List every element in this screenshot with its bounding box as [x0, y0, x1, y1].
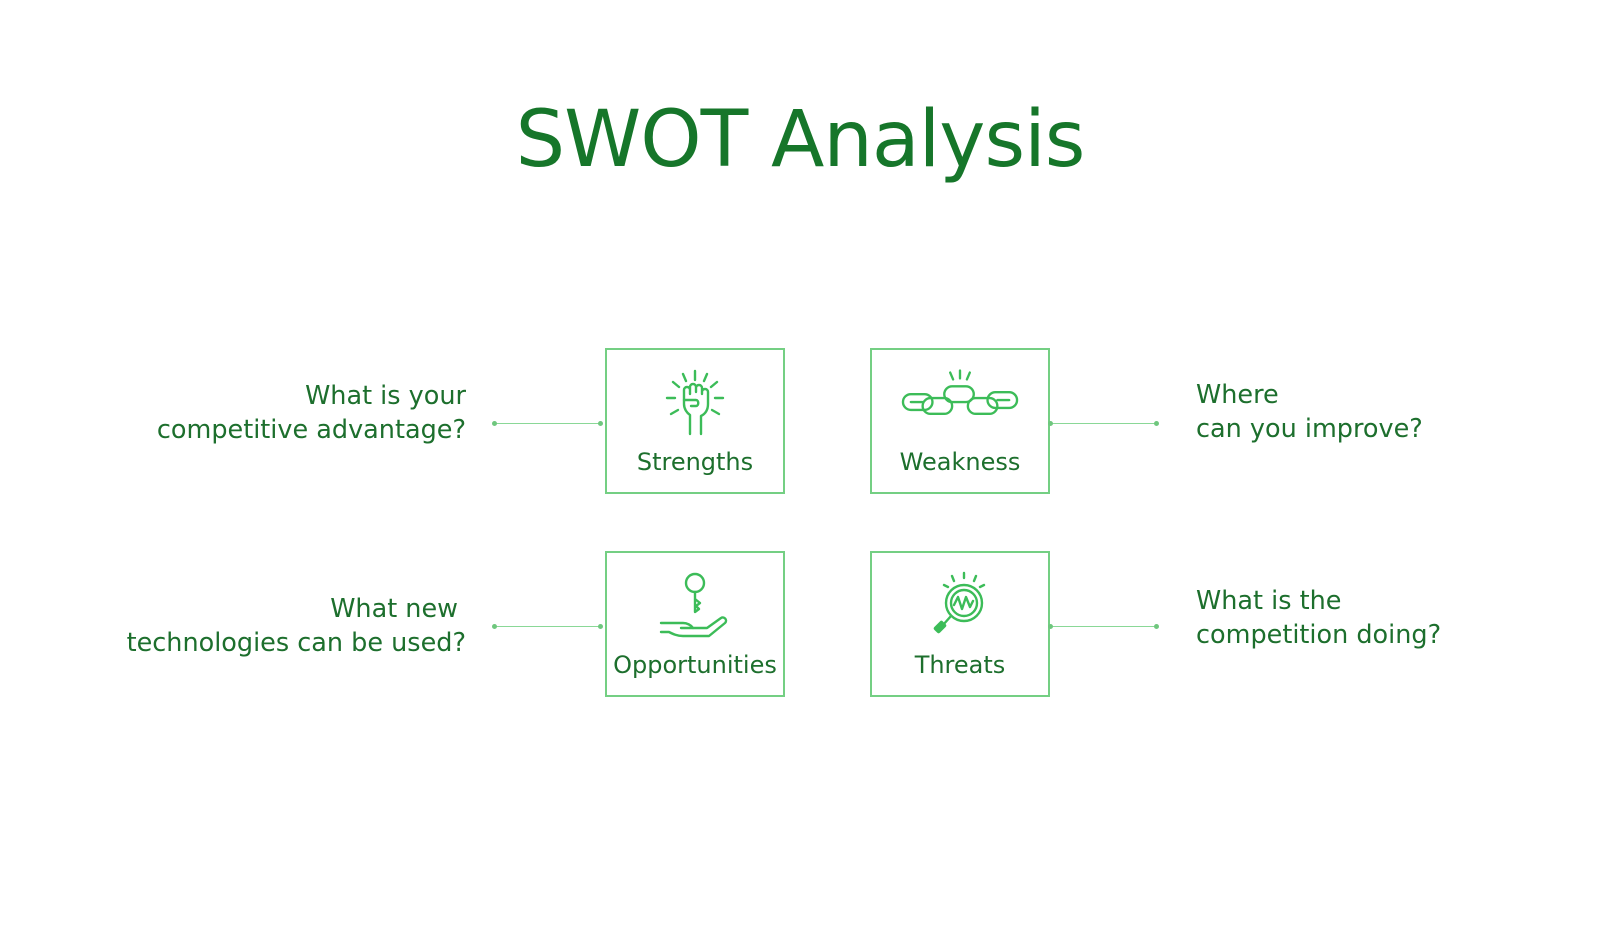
strengths-question: What is your competitive advantage?: [157, 379, 466, 447]
threats-label: Threats: [914, 651, 1006, 679]
weakness-connector-start-dot: [1048, 421, 1053, 426]
weakness-connector-end-dot: [1154, 421, 1159, 426]
opportunities-box: Opportunities: [605, 551, 785, 697]
weakness-connector: [1050, 423, 1157, 424]
magnifier-alert-icon: [933, 571, 986, 634]
weakness-label: Weakness: [899, 448, 1021, 476]
threats-question: What is the competition doing?: [1196, 584, 1441, 652]
strengths-question-line-2: competitive advantage?: [156, 415, 466, 445]
opportunities-connector-start-dot: [492, 624, 497, 629]
threats-question-line-2: competition doing?: [1196, 620, 1442, 650]
threats-question-line-1: What is the: [1196, 586, 1342, 616]
opportunities-connector-end-dot: [598, 624, 603, 629]
opportunities-question: What new technologies can be used?: [127, 592, 466, 660]
threats-connector: [1050, 626, 1157, 627]
page-title: SWOT Analysis: [515, 95, 1086, 185]
opportunities-question-line-2: technologies can be used?: [126, 628, 466, 658]
threats-box: Threats: [870, 551, 1050, 697]
weakness-question-line-2: can you improve?: [1196, 414, 1423, 444]
threats-connector-end-dot: [1154, 624, 1159, 629]
opportunities-connector: [494, 626, 601, 627]
strengths-box: Strengths: [605, 348, 785, 494]
strengths-connector-end-dot: [598, 421, 603, 426]
weakness-question-line-1: Where: [1196, 380, 1279, 410]
weakness-question: Where can you improve?: [1196, 378, 1423, 446]
key-in-hand-icon: [659, 572, 728, 638]
strengths-label: Strengths: [636, 448, 754, 476]
broken-chain-icon: [901, 369, 1019, 416]
opportunities-question-line-1: What new: [330, 594, 458, 624]
raised-fist-icon: [665, 369, 725, 436]
opportunities-label: Opportunities: [613, 651, 777, 679]
strengths-connector: [494, 423, 601, 424]
strengths-question-line-1: What is your: [305, 381, 466, 411]
threats-connector-start-dot: [1048, 624, 1053, 629]
weakness-box: Weakness: [870, 348, 1050, 494]
strengths-connector-start-dot: [492, 421, 497, 426]
